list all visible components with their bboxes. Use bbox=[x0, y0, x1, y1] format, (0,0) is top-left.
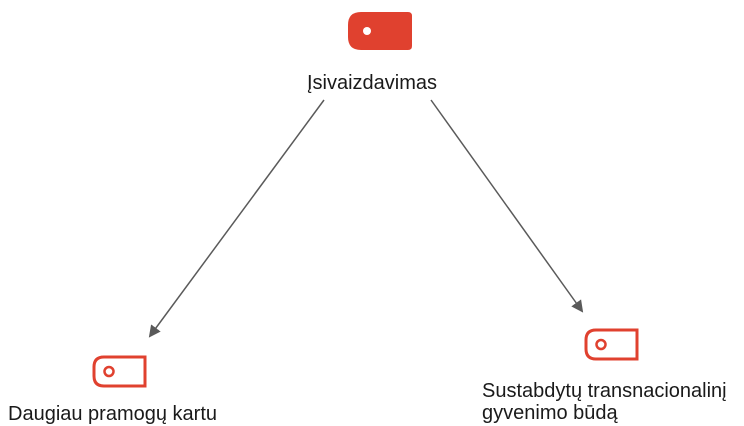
right-child-tag-icon bbox=[584, 328, 639, 361]
left-child-label: Daugiau pramogų kartu bbox=[8, 403, 218, 425]
root-node-label: Įsivaizdavimas bbox=[306, 72, 438, 94]
root-tag-icon bbox=[348, 12, 412, 50]
connector-left-arrow bbox=[148, 99, 325, 338]
connector-right-arrow bbox=[430, 99, 584, 313]
right-child-label: Sustabdytų transnacionalinį gyvenimo būd… bbox=[482, 380, 727, 424]
left-child-tag-icon bbox=[92, 355, 147, 388]
